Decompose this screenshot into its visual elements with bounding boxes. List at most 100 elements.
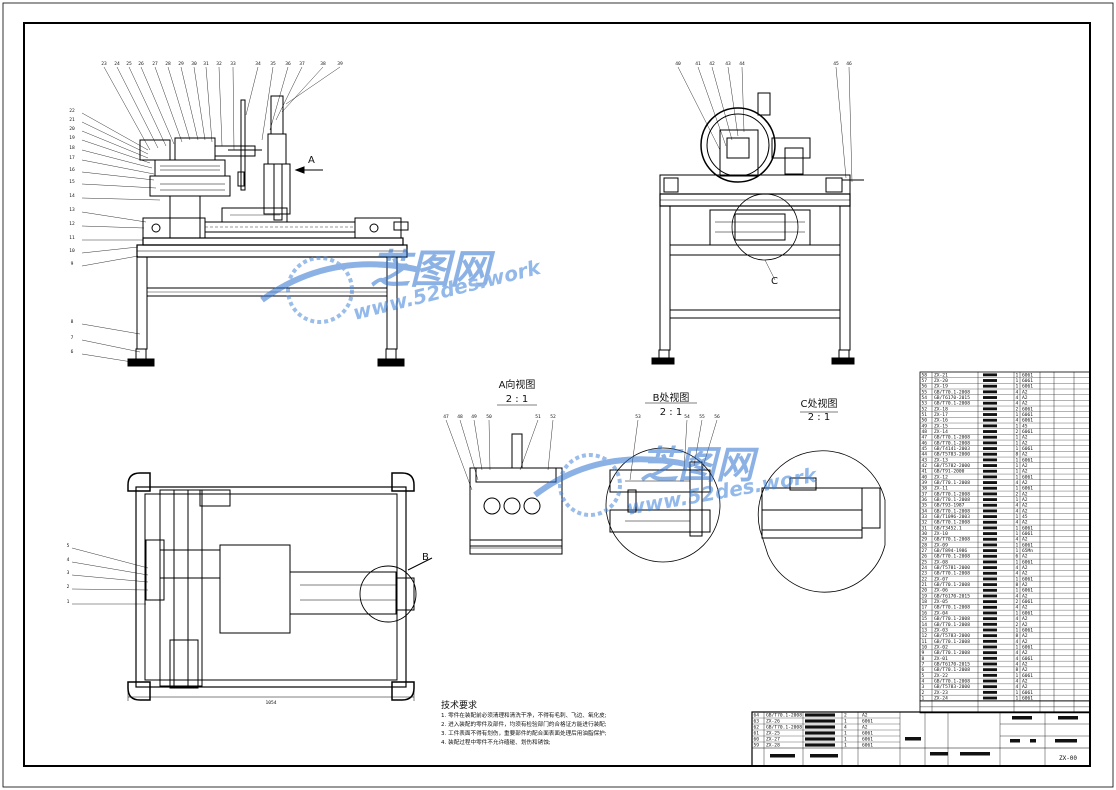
bom-code: GB/T70.1-2008 xyxy=(934,622,970,628)
bom-material: 6061 xyxy=(1022,673,1033,679)
bom-code: GB/T5783-2000 xyxy=(934,452,970,458)
bom-name-redacted xyxy=(983,424,997,428)
bom-qty: 4 xyxy=(1016,565,1019,571)
bom-material: 6061 xyxy=(1022,457,1033,463)
bom-qty: 1 xyxy=(1016,610,1019,616)
bom-qty: 4 xyxy=(1016,593,1019,599)
bom-name-redacted xyxy=(983,554,997,558)
part-label: 26 xyxy=(138,61,144,67)
part-label: 6 xyxy=(71,349,74,355)
part-label: 2 xyxy=(67,584,70,590)
bom-lower-qty: 1 xyxy=(844,737,847,743)
tech-notes: 1. 零件在装配前必须清理和清洗干净，不得有毛刺、飞边、氧化皮;2. 进入装配的… xyxy=(441,711,607,746)
bom-qty: 4 xyxy=(1016,571,1019,577)
part-label: 11 xyxy=(69,235,75,241)
front-view xyxy=(127,95,409,367)
bom-lower-no: 62 xyxy=(754,725,760,731)
bom-material: A2 xyxy=(1022,622,1028,628)
part-label: 54 xyxy=(684,414,690,420)
part-label: 15 xyxy=(69,179,75,185)
inner-frame xyxy=(23,22,1091,767)
bom-no: 28 xyxy=(922,542,928,548)
bom-name-redacted xyxy=(983,583,997,587)
bom-no: 16 xyxy=(922,610,928,616)
top-leaders xyxy=(71,547,149,605)
bom-code: GB/T70.1-2008 xyxy=(934,440,970,446)
part-label: 40 xyxy=(675,61,681,67)
bom-code: ZX-04 xyxy=(934,610,948,616)
watermark-logo-1: 芝图网 www.52des.work xyxy=(260,247,544,325)
part-label: 46 xyxy=(846,61,852,67)
bom-no: 53 xyxy=(922,401,928,407)
bom-material: A2 xyxy=(1022,582,1028,588)
bom-qty: 4 xyxy=(1016,503,1019,509)
bom-qty: 1 xyxy=(1016,469,1019,475)
title-block-redacted xyxy=(1030,739,1036,743)
view-b-scale: 2 : 1 xyxy=(660,407,682,418)
bom-no: 13 xyxy=(922,627,928,633)
bom-name-redacted xyxy=(983,594,997,598)
bom-qty: 1 xyxy=(1016,446,1019,452)
bom-no: 20 xyxy=(922,588,928,594)
part-label: 4 xyxy=(67,557,70,563)
bom-material: 6061 xyxy=(1022,372,1033,378)
bom-material: 6061 xyxy=(1022,525,1033,531)
mark-c-label: C xyxy=(771,276,778,287)
bom-lower-qty: 2 xyxy=(844,713,847,719)
part-label: 22 xyxy=(69,108,75,114)
bom-material: 6061 xyxy=(1022,474,1033,480)
bom-code: ZX-21 xyxy=(934,372,948,378)
bom-no: 18 xyxy=(922,599,928,605)
bom-material: A2 xyxy=(1022,678,1028,684)
part-label: 17 xyxy=(69,155,75,161)
bom-no: 8 xyxy=(922,656,925,662)
bom-code: GB/T70.1-2008 xyxy=(934,491,970,497)
part-label: 1 xyxy=(67,599,70,605)
bom-material: 6061 xyxy=(1022,486,1033,492)
bom-lower-code: ZX-25 xyxy=(766,731,780,737)
bom-no: 54 xyxy=(922,395,928,401)
bom-name-redacted xyxy=(983,526,997,530)
part-label: 32 xyxy=(216,61,222,67)
bom-name-redacted xyxy=(983,577,997,581)
bom-material: 6061 xyxy=(1022,384,1033,390)
bom-material: A2 xyxy=(1022,435,1028,441)
bom-code: GB/T70.1-2008 xyxy=(934,508,970,514)
bom-qty: 1 xyxy=(1016,695,1019,701)
bom-no: 27 xyxy=(922,548,928,554)
bom-name-redacted xyxy=(983,673,997,677)
bom-no: 10 xyxy=(922,644,928,650)
tech-note: 2. 进入装配的零件及部件，均须有检验部门的合格证方能进行装配; xyxy=(441,720,607,728)
bom-no: 42 xyxy=(922,463,928,469)
view-a-drawing xyxy=(469,404,563,555)
bom-lower-code: ZX-27 xyxy=(766,737,780,743)
bom-qty: 1 xyxy=(1016,673,1019,679)
bom-code: ZX-11 xyxy=(934,486,948,492)
bom-code: GB/T1096-2003 xyxy=(934,514,970,520)
view-c-scale: 2 : 1 xyxy=(808,412,830,423)
part-label: 21 xyxy=(69,117,75,123)
bom-name-redacted xyxy=(983,537,997,541)
bom-material: 6061 xyxy=(1022,610,1033,616)
bom-qty: 2 xyxy=(1016,429,1019,435)
bom-no: 58 xyxy=(922,372,928,378)
bom-material: 6061 xyxy=(1022,418,1033,424)
part-label: 39 xyxy=(337,61,343,67)
part-label: 33 xyxy=(230,61,236,67)
bom-code: GB/T70.1-2008 xyxy=(934,435,970,441)
bom-material: 6061 xyxy=(1022,599,1033,605)
bom-material: A2 xyxy=(1022,667,1028,673)
bom-qty: 2 xyxy=(1016,599,1019,605)
bom-code: ZX-20 xyxy=(934,378,948,384)
bom-name-redacted xyxy=(983,418,997,422)
bom-no: 51 xyxy=(922,412,928,418)
title-block-redacted xyxy=(770,754,795,758)
bom-material: A2 xyxy=(1022,565,1028,571)
bom-name-redacted xyxy=(983,651,997,655)
bom-name-redacted xyxy=(983,390,997,394)
bom-material: A2 xyxy=(1022,440,1028,446)
title-block-redacted xyxy=(1012,716,1032,720)
